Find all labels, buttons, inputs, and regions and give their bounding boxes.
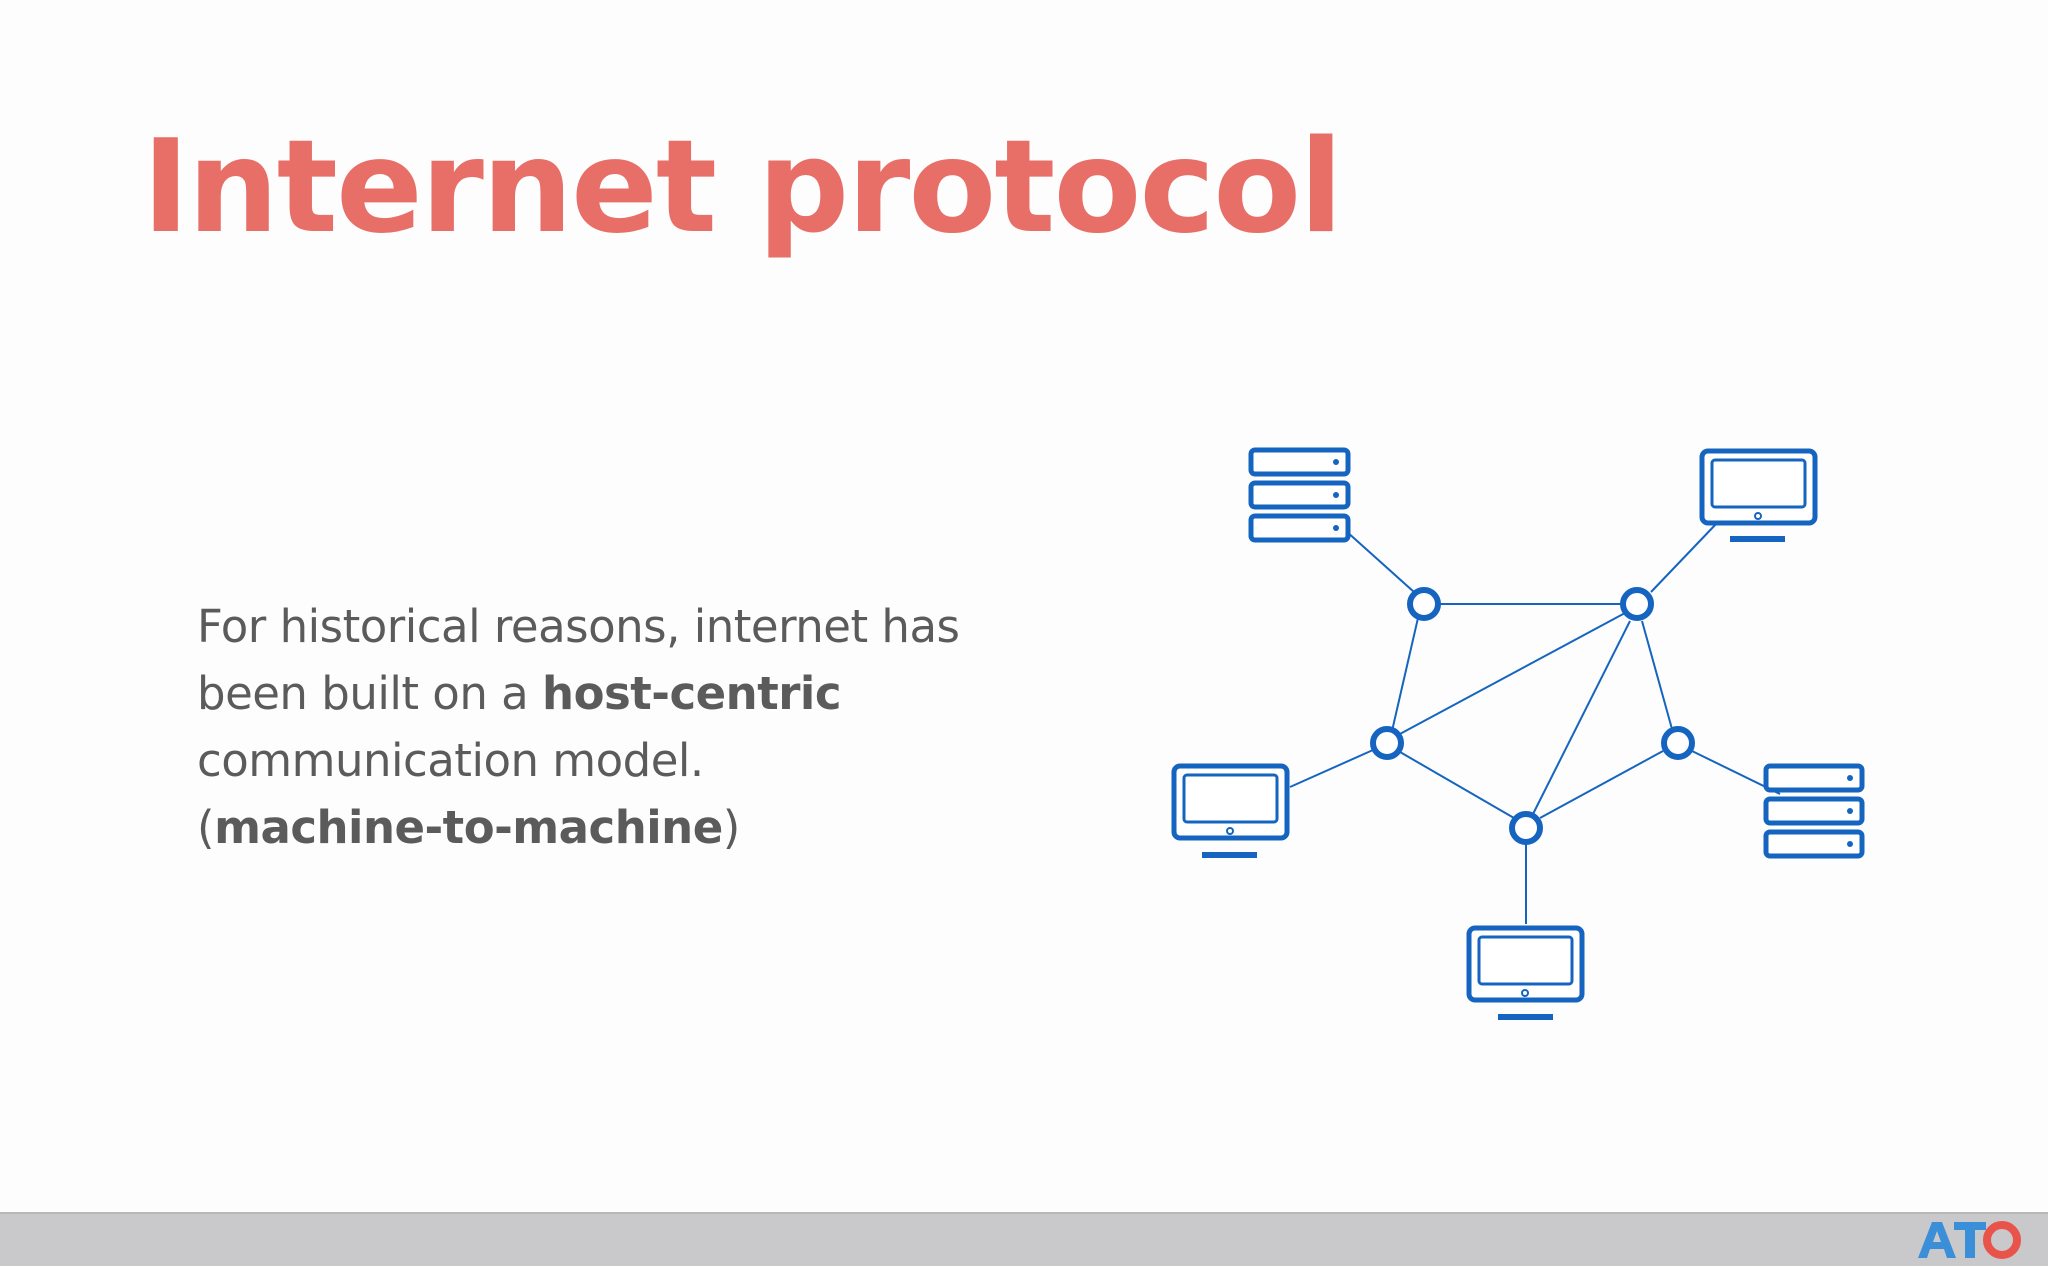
link-node-c-monitor-left xyxy=(1289,749,1374,788)
network-nodes xyxy=(1370,587,1695,845)
slide: Internet protocol For historical reasons… xyxy=(142,113,1865,1020)
link-server-top-node-a xyxy=(1345,530,1415,593)
host-centric-emphasis: host-centric xyxy=(542,667,842,720)
body-line-2: been built on a host-centric xyxy=(197,660,1097,727)
slide-title: Internet protocol xyxy=(142,113,1343,262)
node-c-icon xyxy=(1370,726,1404,760)
link-node-b-node-c xyxy=(1397,612,1626,736)
body-line-4: (machine-to-machine) xyxy=(197,794,1097,861)
node-d-icon xyxy=(1509,811,1543,845)
footer-bar xyxy=(0,1212,2048,1266)
slide-body-text: For historical reasons, internet has bee… xyxy=(197,593,1097,861)
ato-logo xyxy=(1918,1221,2021,1259)
network-links xyxy=(1289,522,1781,924)
network-diagram xyxy=(1171,447,1865,1020)
node-a-icon xyxy=(1407,587,1441,621)
link-node-b-node-d xyxy=(1532,620,1631,815)
monitor-icon xyxy=(1699,448,1818,542)
server-rack-icon xyxy=(1763,763,1865,859)
body-line-2-text: been built on a xyxy=(197,667,543,720)
server-rack-icon xyxy=(1248,447,1351,543)
body-line-1: For historical reasons, internet has xyxy=(197,600,960,653)
link-node-b-node-e xyxy=(1641,620,1673,730)
node-e-icon xyxy=(1661,726,1695,760)
machine-to-machine-emphasis: machine-to-machine xyxy=(214,801,723,854)
link-node-d-node-e xyxy=(1539,750,1664,819)
close-paren: ) xyxy=(722,801,741,854)
body-line-3: communication model. xyxy=(197,734,704,787)
monitor-icon xyxy=(1171,763,1290,858)
link-node-c-node-d xyxy=(1399,751,1515,819)
open-paren: ( xyxy=(197,801,215,854)
link-node-a-node-c xyxy=(1391,617,1419,732)
node-b-icon xyxy=(1620,587,1654,621)
monitor-icon xyxy=(1466,925,1585,1020)
ato-logo-mark xyxy=(1918,1221,2021,1259)
link-monitor-top-node-b xyxy=(1650,522,1718,593)
